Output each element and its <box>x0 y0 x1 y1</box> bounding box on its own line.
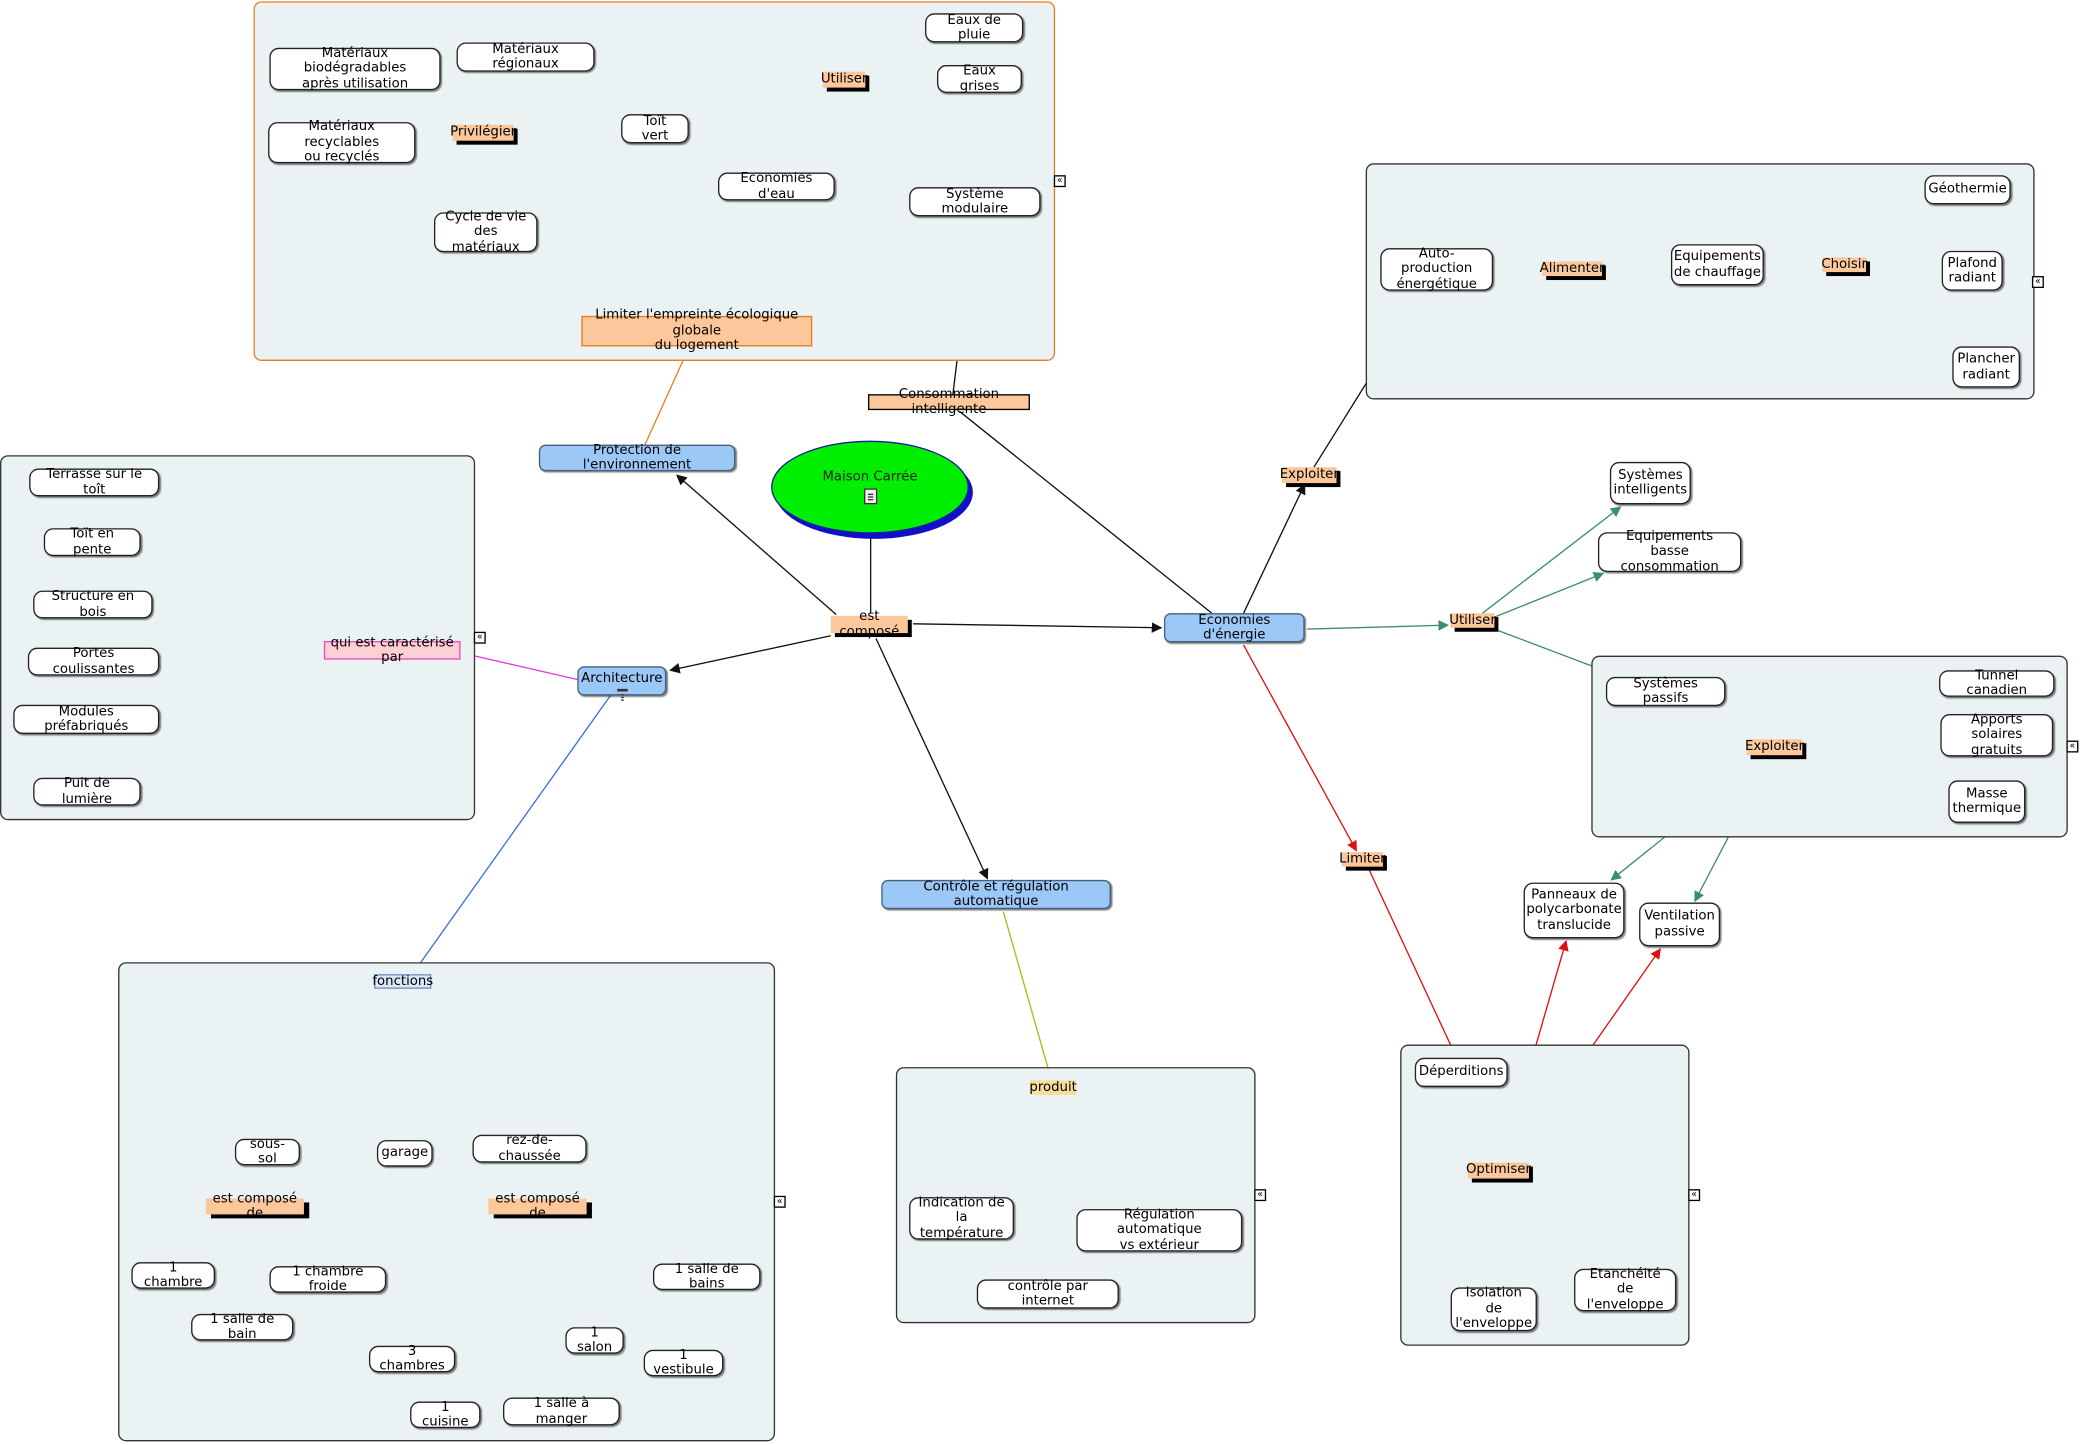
connector-line <box>676 474 837 615</box>
connector-line <box>875 638 989 880</box>
node-materiaux-regionaux[interactable]: Matériaux régionaux <box>456 42 595 72</box>
node-architecture[interactable]: Architecture <box>577 666 667 696</box>
link-consommation-intelligente[interactable]: Consommation intelligente <box>867 387 1030 417</box>
node-equipements-basse-conso[interactable]: Equipements basse consommation <box>1597 529 1742 574</box>
connector-line <box>1243 644 1357 852</box>
node-geothermie[interactable]: Géothermie <box>1924 175 2011 205</box>
connector-line <box>959 410 1213 614</box>
link-est-compose[interactable]: est composé <box>830 609 908 639</box>
node-materiaux-recyclables[interactable]: Matériaux recyclables ou recyclés <box>268 120 416 165</box>
node-controle-regulation[interactable]: Contrôle et régulation automatique <box>881 879 1111 910</box>
connector-line <box>410 695 612 976</box>
link-qui-est-caracterise[interactable]: qui est caractérisé par <box>323 635 461 665</box>
connector-line <box>1307 620 1450 631</box>
node-regulation-automatique[interactable]: Régulation automatique vs extérieur <box>1076 1207 1243 1253</box>
architecture-label: Architecture <box>581 671 663 687</box>
node-plafond-radiant[interactable]: Plafond radiant <box>1941 250 2003 291</box>
link-utiliser-eau[interactable]: Utiliser <box>820 71 868 88</box>
node-protection-environnement[interactable]: Protection de l'environnement <box>538 443 736 472</box>
connector-line <box>913 622 1163 633</box>
node-rez-de-chaussee[interactable]: rez-de-chaussée <box>472 1133 587 1163</box>
node-eaux-de-pluie[interactable]: Eaux de pluie <box>925 13 1024 43</box>
node-structure-bois[interactable]: Structure en bois <box>33 589 153 619</box>
link-est-compose-de-soussol[interactable]: est composé de <box>205 1191 304 1221</box>
node-plancher-radiant[interactable]: Plancher radiant <box>1952 346 2020 388</box>
node-systeme-modulaire[interactable]: Système modulaire <box>909 186 1041 217</box>
link-fonctions[interactable]: fonctions <box>372 973 434 989</box>
collapse-toggle-icon[interactable]: « <box>773 1195 786 1208</box>
node-controle-par-internet[interactable]: contrôle par internet <box>976 1279 1119 1309</box>
node-terrasse-toit[interactable]: Terrasse sur le toît <box>29 467 160 497</box>
node-3-chambres[interactable]: 3 chambres <box>368 1344 456 1374</box>
node-1-salon[interactable]: 1 salon <box>565 1325 624 1355</box>
node-masse-thermique[interactable]: Masse thermique <box>1948 780 2026 823</box>
node-deperditions[interactable]: Déperditions <box>1414 1057 1508 1087</box>
node-eaux-grises[interactable]: Eaux grises <box>937 64 1022 94</box>
node-systemes-intelligents[interactable]: Systèmes intelligents <box>1609 461 1691 505</box>
node-equipements-chauffage[interactable]: Equipements de chauffage <box>1670 244 1764 286</box>
node-etancheite-enveloppe[interactable]: Etanchéité de l'enveloppe <box>1574 1267 1677 1312</box>
link-produit[interactable]: produit <box>1029 1080 1077 1095</box>
link-choisir[interactable]: Choisir <box>1821 257 1867 273</box>
node-panneaux-polycarbonate[interactable]: Panneaux de polycarbonate translucide <box>1523 882 1625 939</box>
document-icon[interactable] <box>616 688 628 694</box>
collapse-toggle-icon[interactable]: « <box>1254 1189 1267 1202</box>
link-est-compose-de-rdc[interactable]: est composé de <box>488 1191 587 1221</box>
collapse-toggle-icon[interactable]: « <box>473 631 486 644</box>
node-economies-energie[interactable]: Economies d'énergie <box>1163 613 1305 643</box>
node-isolation-enveloppe[interactable]: Isolation de l'enveloppe <box>1450 1286 1537 1332</box>
link-exploiter-autoprod[interactable]: Exploiter <box>1279 467 1339 484</box>
node-toit-vert[interactable]: Toït vert <box>621 113 689 144</box>
node-1-chambre-froide[interactable]: 1 chambre froide <box>269 1264 387 1294</box>
collapse-toggle-icon[interactable]: « <box>2031 276 2044 289</box>
node-garage[interactable]: garage <box>376 1140 433 1167</box>
node-1-vestibule[interactable]: 1 vestibule <box>643 1348 724 1378</box>
node-systemes-passifs[interactable]: Systèmes passifs <box>1605 676 1726 707</box>
connector-line <box>1242 483 1306 614</box>
node-puit-de-lumiere[interactable]: Puit de lumière <box>33 776 141 806</box>
collapse-toggle-icon[interactable]: « <box>2066 740 2079 753</box>
root-node-maison-carree[interactable]: Maison Carrée <box>771 440 969 534</box>
collapse-toggle-icon[interactable]: « <box>1053 175 1066 188</box>
connector-line <box>669 635 831 674</box>
node-toit-en-pente[interactable]: Toït en pente <box>43 527 141 557</box>
node-economies-eau[interactable]: Economies d'eau <box>718 171 835 201</box>
link-utiliser-energie[interactable]: Utiliser <box>1449 612 1496 628</box>
connector-line <box>461 652 578 681</box>
link-limiter-empreinte[interactable]: Limiter l'empreinte écologique globale d… <box>581 308 813 353</box>
link-privilegier[interactable]: Privilégier <box>450 124 517 141</box>
connector-line <box>1482 506 1622 614</box>
node-materiaux-biodegradables[interactable]: Matériaux biodégradables après utilisati… <box>269 46 441 91</box>
node-1-cuisine[interactable]: 1 cuisine <box>410 1400 481 1429</box>
node-cycle-de-vie[interactable]: Cycle de vie des matériaux <box>433 209 538 254</box>
node-modules-prefabriques[interactable]: Modules préfabriqués <box>13 704 160 734</box>
connector-line <box>1367 867 1457 1058</box>
node-tunnel-canadien[interactable]: Tunnel canadien <box>1939 668 2055 698</box>
collapse-toggle-icon[interactable]: « <box>1688 1189 1701 1202</box>
node-sous-sol[interactable]: sous-sol <box>234 1137 300 1167</box>
node-1-salle-de-bain[interactable]: 1 salle de bain <box>191 1312 294 1342</box>
link-alimenter[interactable]: Alimenter <box>1539 261 1605 277</box>
link-exploiter-passifs[interactable]: Exploiter <box>1744 739 1804 756</box>
node-portes-coulissantes[interactable]: Portes coulissantes <box>27 646 160 676</box>
node-apports-solaires[interactable]: Apports solaires gratuits <box>1940 712 2054 757</box>
node-auto-production[interactable]: Auto-production énergétique <box>1380 247 1494 292</box>
document-icon[interactable] <box>863 488 877 505</box>
connector-line <box>644 347 690 445</box>
root-label: Maison Carrée <box>822 469 918 485</box>
node-1-chambre[interactable]: 1 chambre <box>131 1260 216 1290</box>
architecture-features-group <box>0 455 476 821</box>
connector-line <box>1494 571 1605 618</box>
node-1-salle-de-bains[interactable]: 1 salle de bains <box>652 1262 761 1291</box>
link-limiter[interactable]: Limiter <box>1339 851 1386 867</box>
connector-line <box>1002 911 1052 1080</box>
node-ventilation-passive[interactable]: Ventilation passive <box>1639 902 1721 947</box>
node-1-salle-a-manger[interactable]: 1 salle à manger <box>503 1396 620 1426</box>
link-optimiser[interactable]: Optimiser <box>1465 1162 1531 1179</box>
node-indication-temperature[interactable]: Indication de la température <box>909 1195 1014 1241</box>
